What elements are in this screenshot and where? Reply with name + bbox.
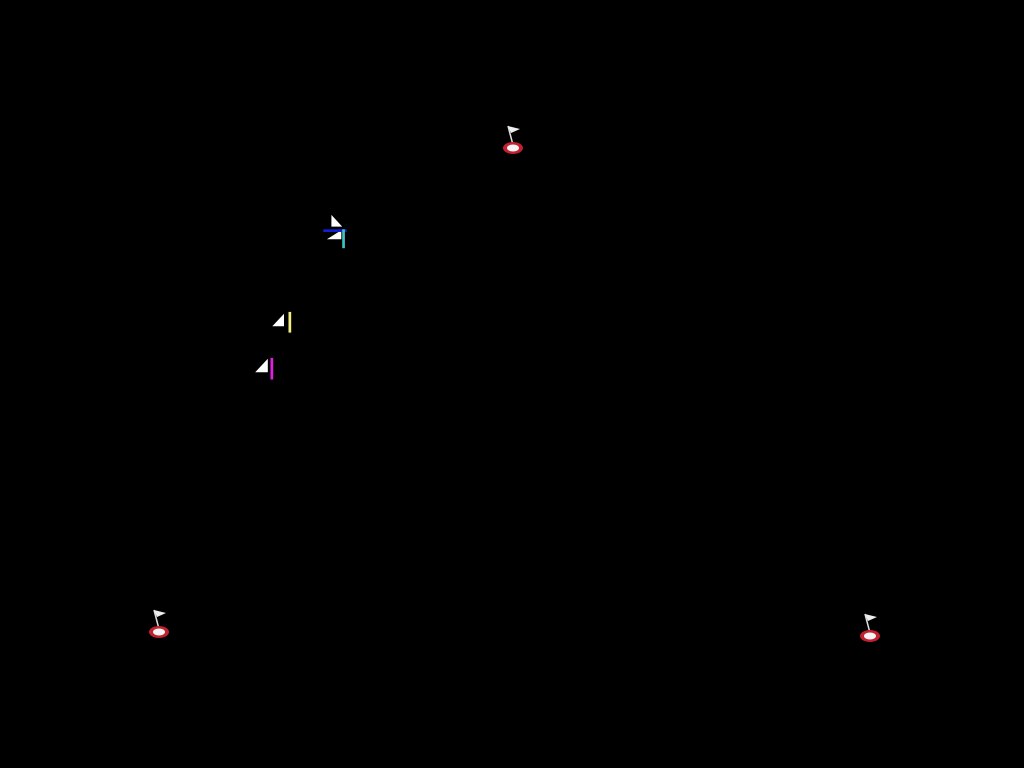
- player-sailboat-icon[interactable]: [322, 214, 348, 250]
- opponent-sailboat-icon: [255, 357, 274, 380]
- flag-buoy-icon: [860, 613, 880, 642]
- flag-buoy-icon: [503, 125, 523, 154]
- flag-buoy-icon: [149, 609, 169, 638]
- opponent-sailboat-icon: [272, 311, 292, 333]
